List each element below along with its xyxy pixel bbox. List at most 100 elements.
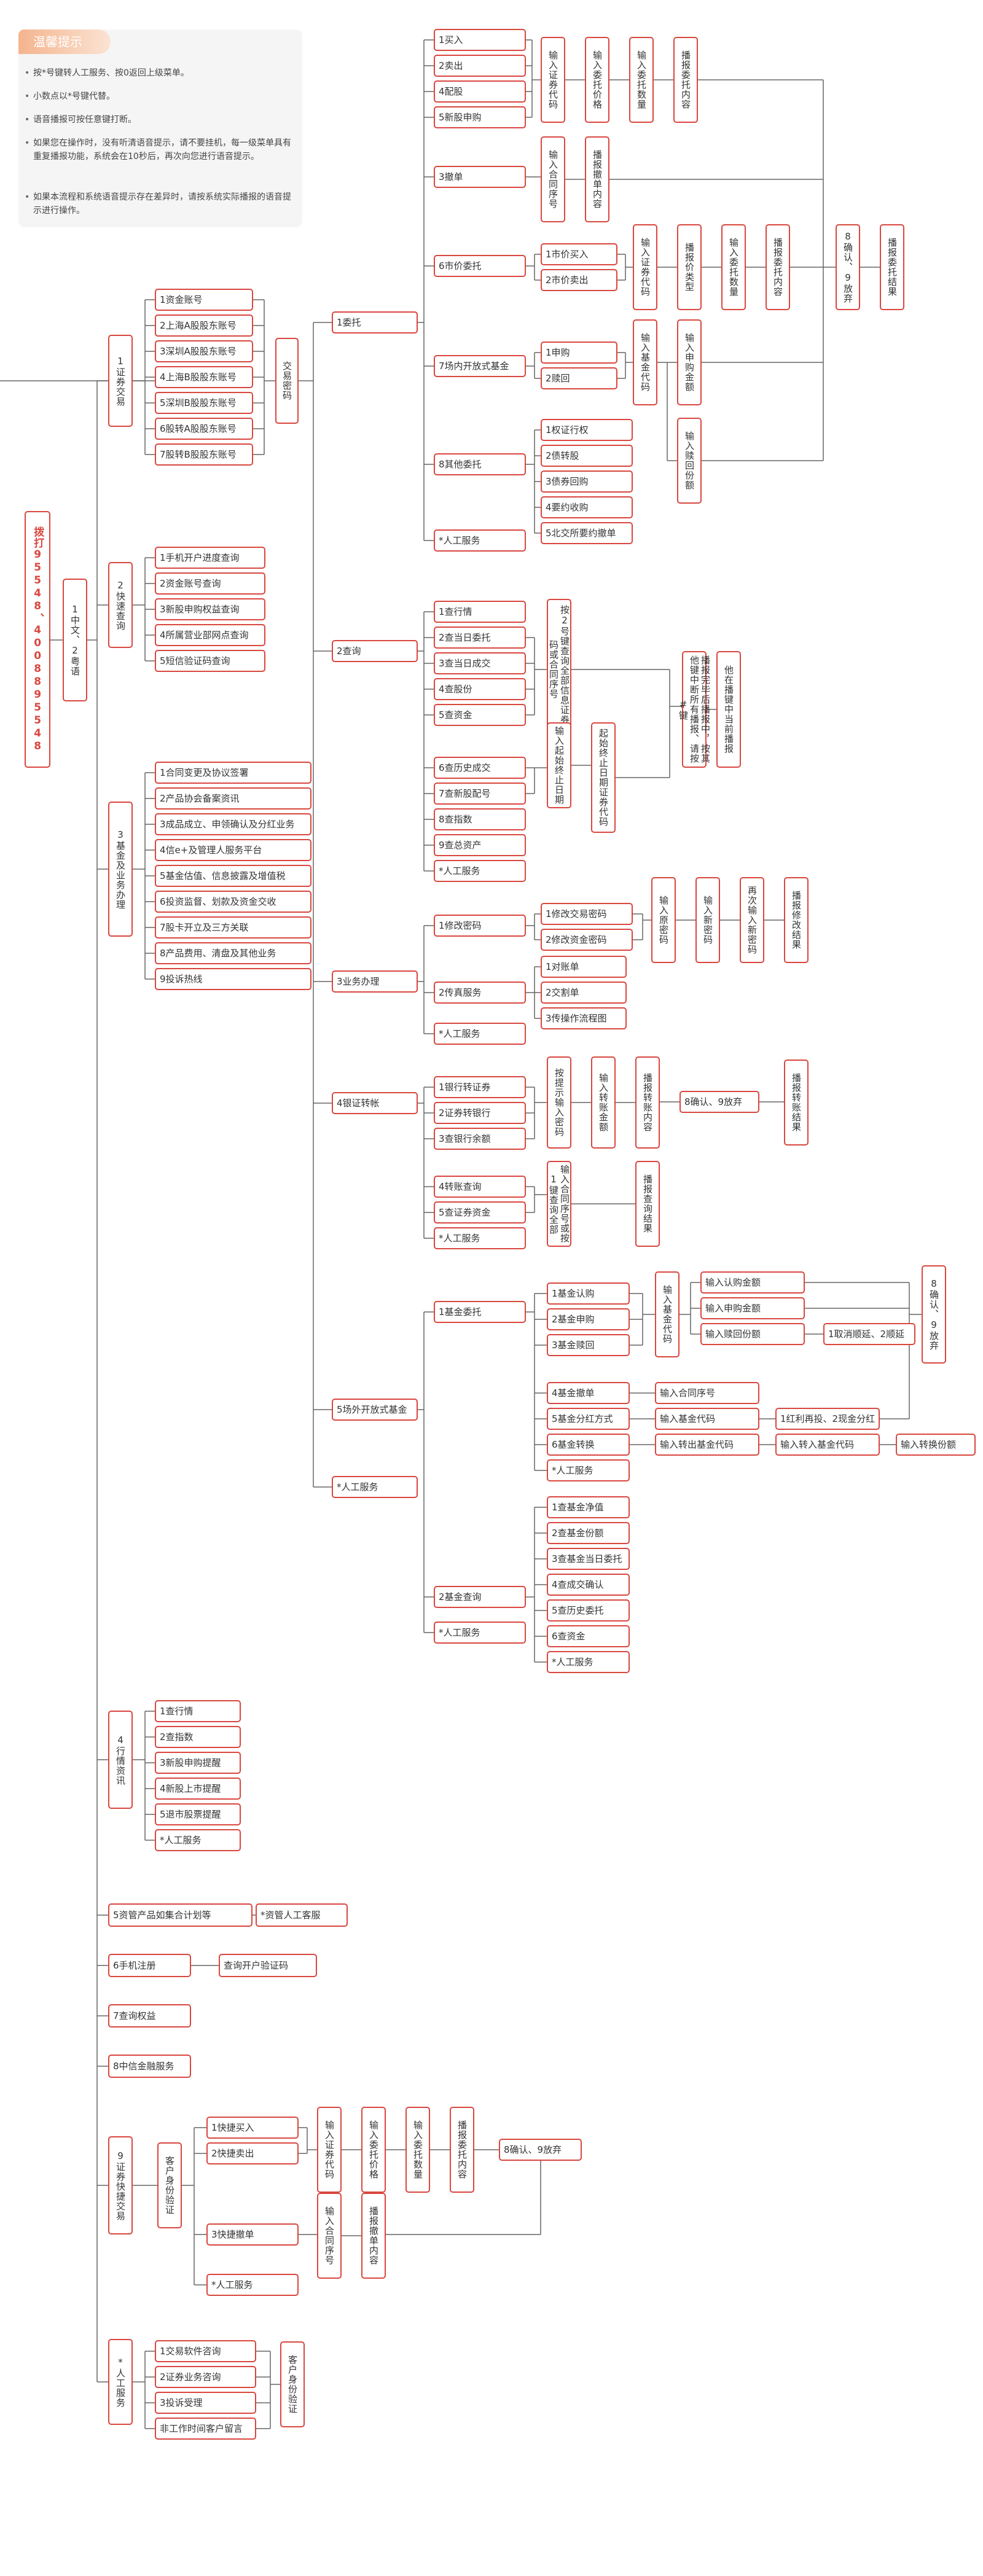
menu-l1-item: 8中信金融服务 <box>108 2055 191 2078</box>
order-manual-service: *人工服务 <box>434 529 526 552</box>
order-confirm: 8确认、9放弃 <box>836 224 860 310</box>
account-item: 7股转B股股东账号 <box>155 443 253 466</box>
other-order-sub: 3债券回购 <box>541 470 633 493</box>
etf-sub: 2赎回 <box>541 367 617 389</box>
password-change-item: 2修改资金密码 <box>541 929 633 951</box>
market-info-item: 4新股上市提醒 <box>155 1778 241 1800</box>
query-item: 1查行情 <box>434 601 526 623</box>
dividend-code-input: 输入基金代码 <box>655 1408 759 1430</box>
fund-amount-input: 输入赎回份额 <box>700 1323 805 1345</box>
other-order-sub: 5北交所要约撤单 <box>541 522 633 544</box>
menu-l1-item: 1证券交易 <box>108 335 133 427</box>
fund-service-item: 1合同变更及协议签署 <box>155 762 311 784</box>
fund-order-item: 1基金认购 <box>547 1282 630 1305</box>
convert-share-input: 输入转换份额 <box>896 1434 976 1456</box>
trade-function-item: 1委托 <box>332 311 418 334</box>
quick-trade-step: 输入证券代码 <box>317 2107 342 2193</box>
fund-service-item: 5基金估值、信息披露及增值税 <box>155 865 311 887</box>
quick-trade-step: 播报委托内容 <box>450 2107 474 2193</box>
query-item: 9查总资产 <box>434 834 526 856</box>
query-item: *人工服务 <box>434 860 526 882</box>
quick-trade-step: 输入委托数量 <box>405 2107 430 2193</box>
fund-order-item: 2基金申购 <box>547 1308 630 1330</box>
fund-service-item: 8产品费用、清盘及其他业务 <box>155 942 311 964</box>
fax-item: 1对账单 <box>541 956 627 978</box>
fund-amount-input: 输入申购金额 <box>700 1297 805 1319</box>
market-order-sub: 1市价买入 <box>541 243 617 265</box>
etf-sub: 1申购 <box>541 342 617 364</box>
query-note-date-code: 起始终止日期证券代码 <box>591 722 616 833</box>
market-order-step: 输入证券代码 <box>633 224 657 310</box>
fund-service-item: 7股卡开立及三方关联 <box>155 916 311 939</box>
convert-out-code: 输入转出基金代码 <box>655 1434 759 1456</box>
password-change-step: 输入原密码 <box>651 877 676 963</box>
menu-l1-item: 4行情资讯 <box>108 1711 133 1809</box>
language-select: 1中文、2粤语 <box>63 579 87 701</box>
order-input-step: 输入证券代码 <box>541 37 565 123</box>
fax-item: 2交割单 <box>541 982 627 1004</box>
fund-service-item: 9投诉热线 <box>155 968 311 990</box>
tip-item: 小数点以*号键代替。 <box>25 90 291 103</box>
cancel-step: 播报撤单内容 <box>585 136 609 222</box>
transfer-item: *人工服务 <box>434 1227 526 1249</box>
query-note-code: 按2号键查询全部信息证券代码或合同序号 <box>547 599 571 740</box>
fund-code-step: 输入基金代码 <box>633 319 657 405</box>
quick-trade-confirm: 8确认、9放弃 <box>499 2139 582 2161</box>
fund-cancel-input: 输入合同序号 <box>655 1382 759 1404</box>
quick-trade-item: 3快捷撤单 <box>206 2223 299 2246</box>
transfer-query-input: 输入合同序号或按1键查询全部 <box>547 1161 571 1247</box>
query-item: 3查当日成交 <box>434 652 526 674</box>
trade-function-item: 4银证转帐 <box>332 1092 418 1114</box>
market-order-step: 播报价类型 <box>677 224 702 310</box>
account-item: 3深圳A股股东账号 <box>155 340 253 362</box>
otc-fund-item: 2基金查询 <box>434 1586 526 1608</box>
other-order-sub: 1权证行权 <box>541 419 633 441</box>
query-item: 2查当日委托 <box>434 626 526 649</box>
quick-query-item: 3新股申购权益查询 <box>155 598 265 620</box>
menu-l1-item: 3基金及业务办理 <box>108 802 133 937</box>
tip-item: 语音播报可按任意键打断。 <box>25 113 291 127</box>
market-info-item: *人工服务 <box>155 1829 241 1851</box>
order-type-item: 2卖出 <box>434 55 526 77</box>
menu-l1-item: 6手机注册 <box>108 1954 191 1977</box>
order-type-item: 4配股 <box>434 80 526 103</box>
menu-l1-item: 9证券快捷交易 <box>108 2136 133 2234</box>
business-item: *人工服务 <box>434 1023 526 1045</box>
redeem-option: 1取消顺延、2顺延 <box>823 1323 915 1345</box>
transfer-confirm: 8确认、9放弃 <box>679 1091 759 1113</box>
fund-service-item: 3成品成立、申领确认及分红业务 <box>155 813 311 835</box>
market-info-item: 1查行情 <box>155 1700 241 1722</box>
market-info-item: 5退市股票提醒 <box>155 1803 241 1825</box>
fund-service-item: 2产品协会备案资讯 <box>155 787 311 810</box>
transfer-item: 2证券转银行 <box>434 1102 526 1124</box>
order-input-step: 输入委托价格 <box>585 37 609 123</box>
redeem-share-step: 输入赎回份额 <box>677 418 702 504</box>
query-note-interrupt: 他在播键中当前播报 <box>716 651 741 768</box>
manual-service-item: 2证券业务咨询 <box>155 2366 256 2388</box>
market-order-item: 6市价委托 <box>434 255 526 277</box>
query-item: 5查资金 <box>434 704 526 726</box>
fund-service-item: 6投资监督、划款及资金交收 <box>155 891 311 913</box>
transfer-item: 1银行转证券 <box>434 1076 526 1098</box>
tip-item: 如果本流程和系统语音提示存在差异时，请按系统实际播报的语音提示进行操作。 <box>25 190 291 217</box>
query-note-date: 输入起始终止日期 <box>547 722 571 808</box>
fund-query-item: 3查基金当日委托 <box>547 1548 630 1570</box>
quick-query-item: 4所属营业部网点查询 <box>155 624 265 646</box>
fund-order-item: 4基金撤单 <box>547 1382 630 1404</box>
other-order-item: 8其他委托 <box>434 453 526 475</box>
account-item: 6股转A股股东账号 <box>155 418 253 440</box>
account-item: 1资金账号 <box>155 289 253 311</box>
market-info-item: 2查指数 <box>155 1726 241 1748</box>
manual-service-item: 1交易软件咨询 <box>155 2340 256 2362</box>
quick-query-item: 2资金账号查询 <box>155 572 265 595</box>
transfer-item: 4转账查询 <box>434 1176 526 1198</box>
fund-service-item: 4信e+及管理人服务平台 <box>155 839 311 861</box>
fund-order-item: 3基金赎回 <box>547 1334 630 1356</box>
order-input-step: 播报委托内容 <box>673 37 698 123</box>
market-info-item: 3新股申购提醒 <box>155 1752 241 1774</box>
transfer-password-step: 按提示输入密码 <box>547 1056 571 1149</box>
query-item: 4查股份 <box>434 678 526 700</box>
fax-item: 3传操作流程图 <box>541 1007 627 1029</box>
transfer-content-step: 播报转账内容 <box>635 1056 660 1149</box>
quick-cancel-step: 输入合同序号 <box>317 2193 342 2279</box>
